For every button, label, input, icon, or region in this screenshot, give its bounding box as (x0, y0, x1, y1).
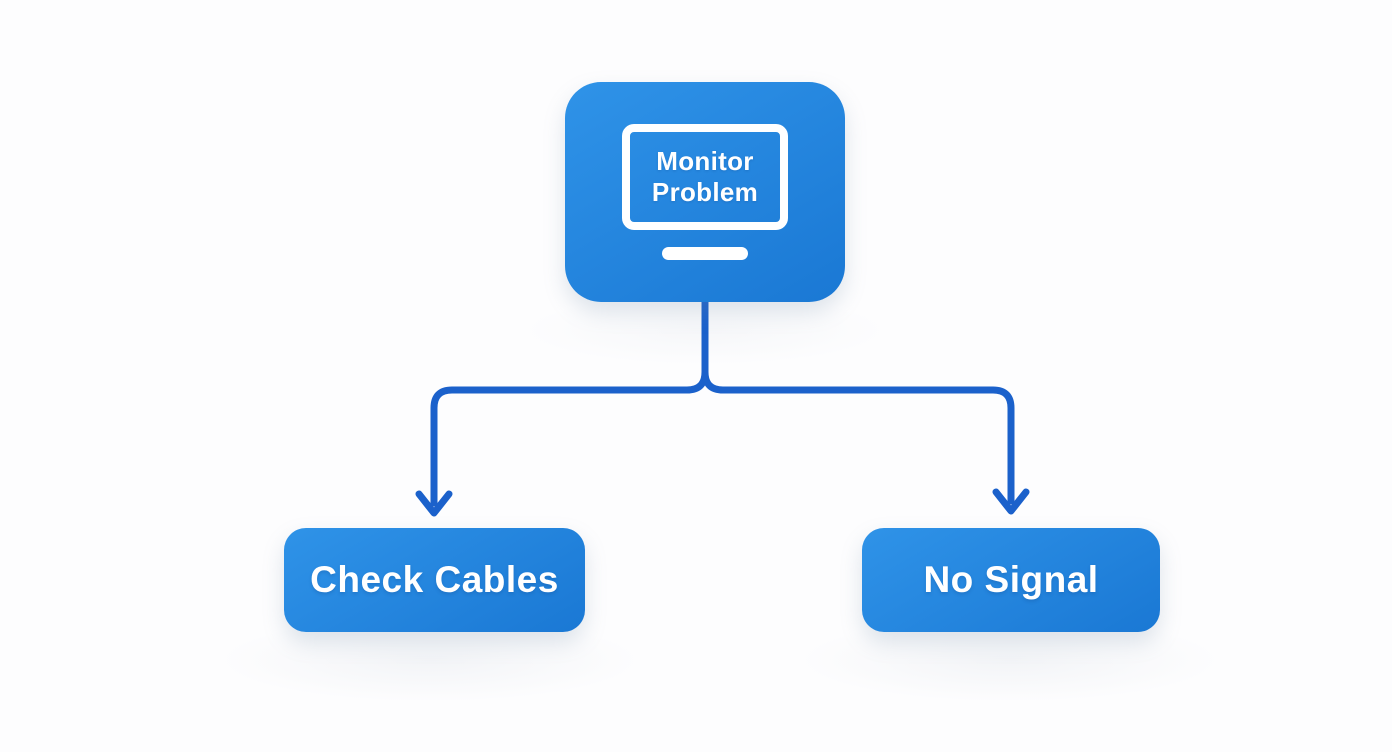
arrowhead-right-icon (992, 488, 1030, 515)
node-no-signal-label: No Signal (923, 559, 1099, 600)
node-check-cables-label: Check Cables (310, 559, 559, 600)
monitor-stand (662, 247, 748, 260)
monitor-icon: Monitor Problem (622, 124, 788, 260)
node-monitor-problem-label: Monitor Problem (651, 146, 759, 207)
node-no-signal[interactable]: No Signal (862, 528, 1160, 632)
monitor-screen: Monitor Problem (622, 124, 788, 230)
node-check-cables[interactable]: Check Cables (284, 528, 585, 632)
arrowhead-left-icon (415, 490, 453, 517)
node-monitor-problem[interactable]: Monitor Problem (565, 82, 845, 302)
connector-left (430, 298, 709, 507)
connector-right (701, 298, 1015, 505)
